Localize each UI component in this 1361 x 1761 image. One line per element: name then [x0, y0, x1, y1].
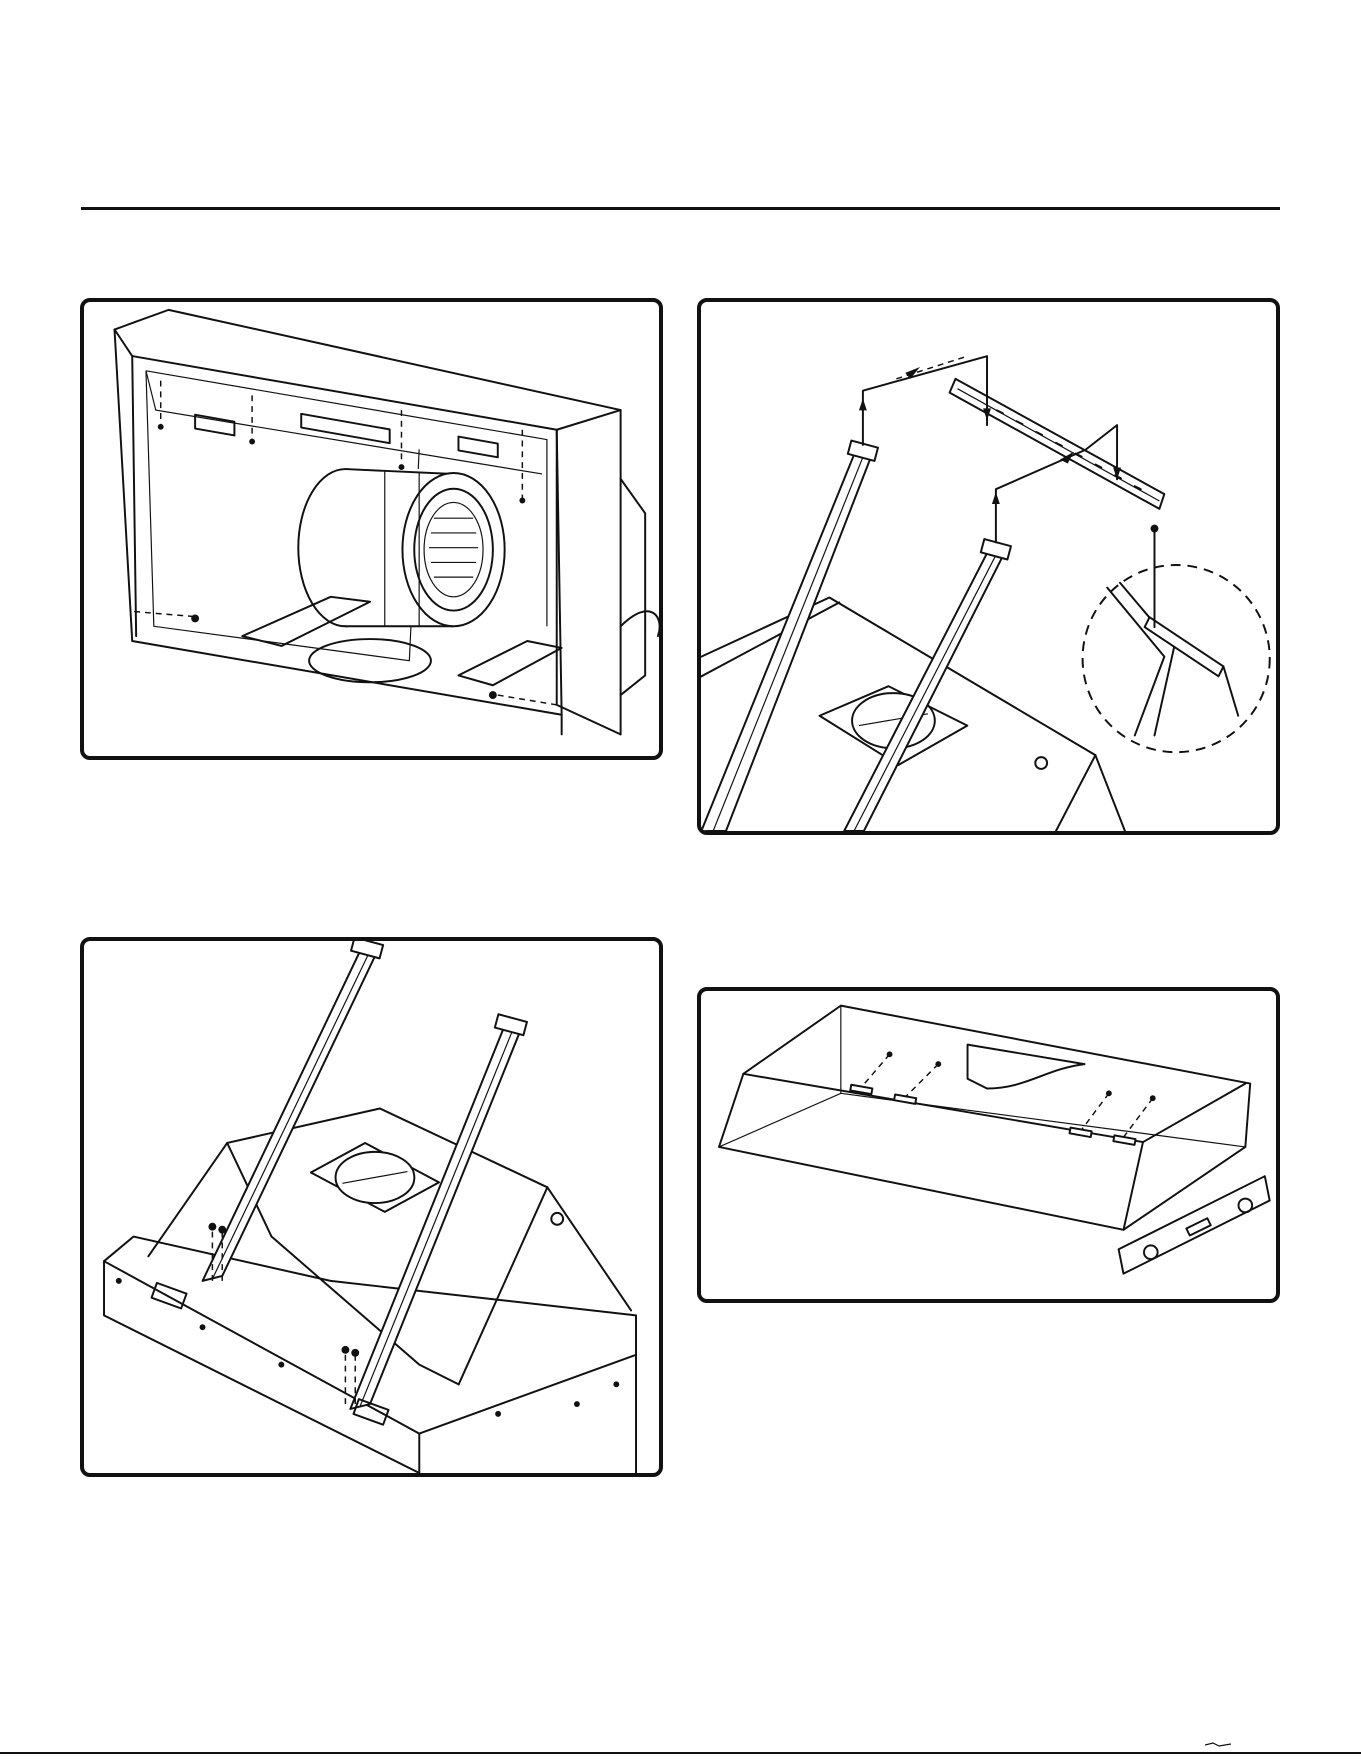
figure-rails-attached [80, 937, 663, 1477]
mounting-bracket-illustration [701, 302, 1276, 831]
header-divider [81, 207, 1280, 210]
hood-with-rails-illustration [84, 941, 659, 1473]
figure-bracket-detail [697, 298, 1280, 835]
footer-mark-icon [1205, 1742, 1231, 1748]
figure-hood-level [697, 987, 1280, 1303]
footer-divider [0, 1752, 1361, 1754]
figure-blower-housing [80, 298, 663, 760]
range-hood-blower-illustration [84, 302, 659, 756]
hood-and-level-illustration [701, 991, 1276, 1299]
